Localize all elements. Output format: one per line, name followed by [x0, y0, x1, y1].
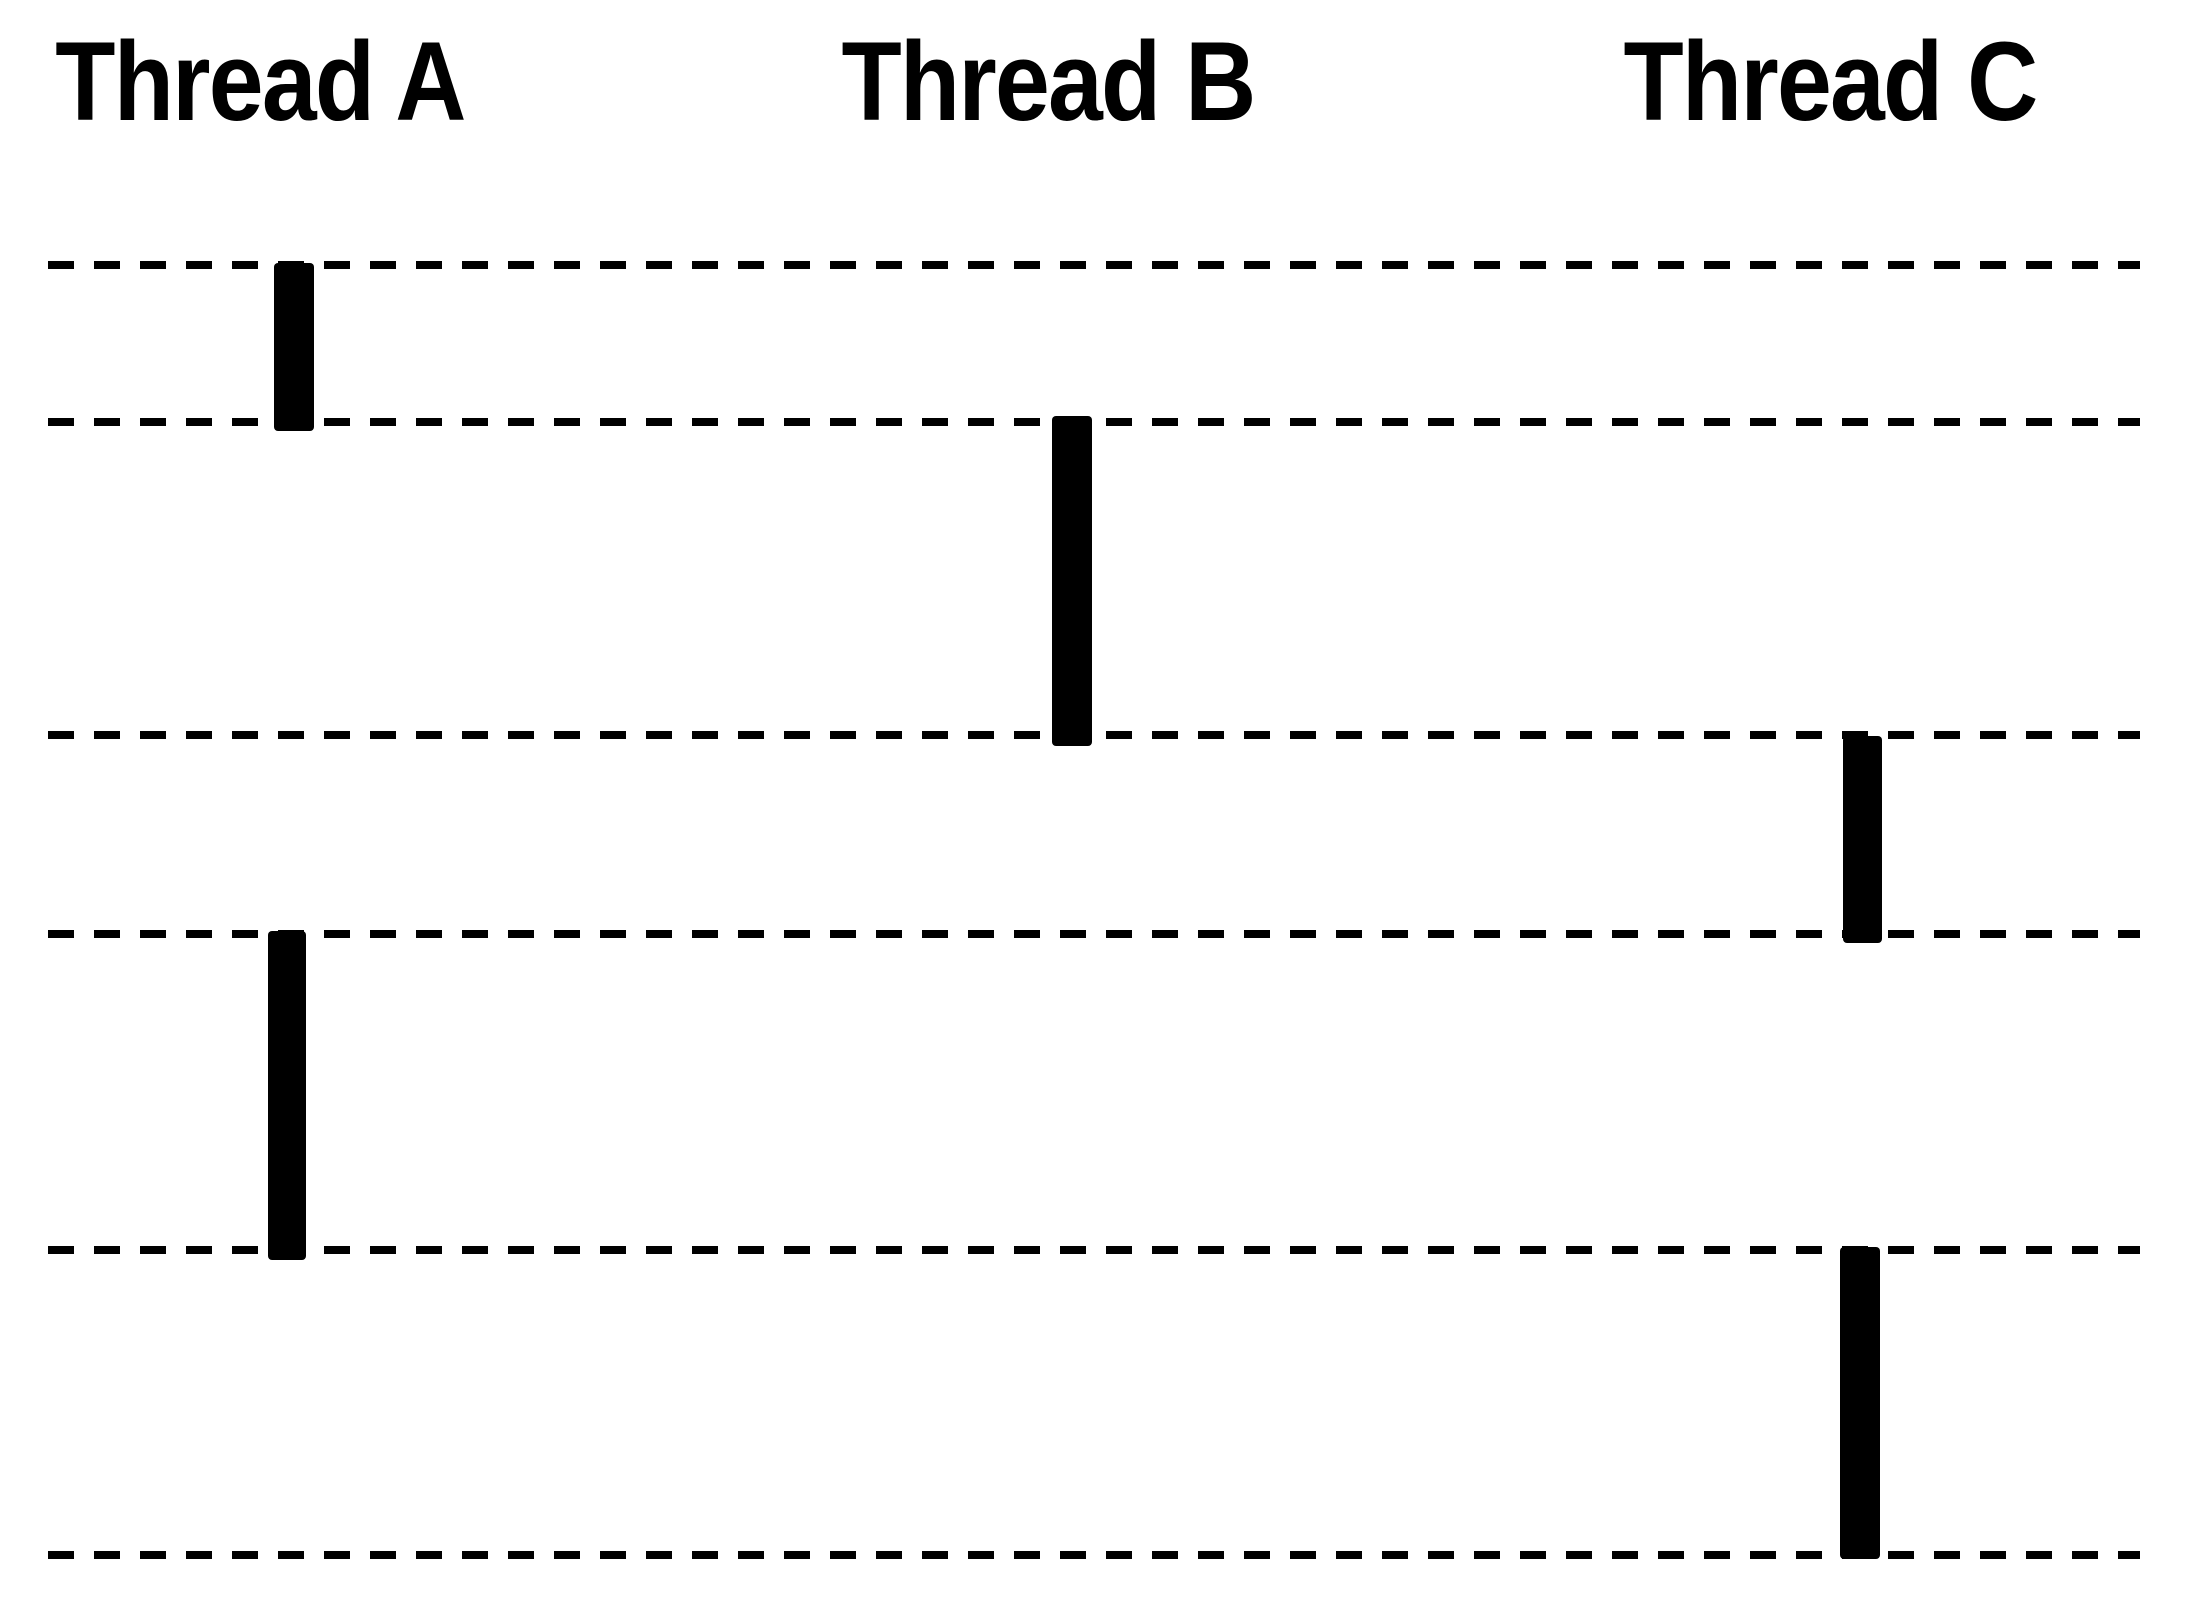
execution-bar-thread-c-3 — [1843, 736, 1882, 943]
thread-b-label: Thread B — [841, 19, 1256, 144]
execution-bar-thread-a-4 — [268, 931, 306, 1260]
timeline-gridline-3 — [48, 731, 2140, 739]
thread-c-label: Thread C — [1623, 19, 2038, 144]
timeline-gridline-6 — [48, 1551, 2140, 1559]
thread-a-label: Thread A — [55, 19, 466, 144]
timeline-gridline-5 — [48, 1246, 2140, 1254]
timeline-gridline-4 — [48, 930, 2140, 938]
timeline-gridline-1 — [48, 261, 2140, 269]
execution-bar-thread-c-5 — [1840, 1247, 1880, 1559]
execution-bar-thread-a-1 — [274, 263, 314, 431]
execution-bar-thread-b-2 — [1052, 416, 1092, 746]
timeline-gridline-2 — [48, 418, 2140, 426]
